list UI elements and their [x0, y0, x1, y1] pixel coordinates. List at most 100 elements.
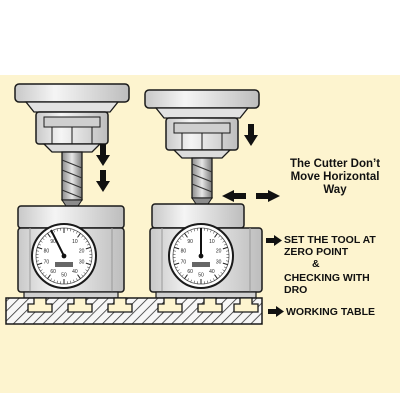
left-dial-tick	[42, 272, 45, 275]
left-dial-tick	[73, 279, 75, 283]
left-end-mill-cutter	[61, 151, 83, 207]
left-dial-tick	[86, 266, 90, 269]
right-dial-tick	[181, 235, 184, 238]
right-dial-scale-number: 20	[216, 248, 222, 254]
left-dial-tick	[76, 278, 78, 281]
arrow-down-icon	[244, 124, 258, 146]
right-dial-tick	[213, 231, 215, 234]
left-dial-tick	[53, 279, 55, 283]
right-dial-tick	[177, 269, 180, 272]
left-dial-tick	[44, 274, 47, 277]
right-dial-tick	[179, 272, 182, 275]
right-dial-tick	[220, 272, 223, 275]
left-dial-tick	[85, 246, 91, 250]
right-dial-tick	[184, 274, 188, 279]
right-dial-tick	[214, 274, 218, 279]
right-dial-tick	[184, 233, 188, 238]
left-dial-tick	[77, 233, 81, 238]
right-spindle-assembly	[144, 89, 260, 205]
right-dial-tick	[175, 266, 179, 269]
right-dial-tick	[207, 228, 209, 232]
right-dial-scale-number: 10	[209, 239, 215, 245]
left-dial-tick	[70, 228, 72, 232]
left-dial-tick	[77, 274, 81, 279]
right-dial-tick	[213, 278, 215, 281]
left-dial-tick	[53, 229, 55, 233]
left-dial-brand-logo	[55, 262, 73, 267]
right-dial-tick	[177, 240, 180, 243]
right-dial-tick	[193, 280, 195, 284]
right-dial-tick	[174, 246, 180, 250]
left-dial-tick	[38, 243, 42, 246]
left-dial-tick	[40, 240, 43, 243]
left-dial-tick	[50, 231, 52, 234]
right-dial-scale-number: 80	[181, 248, 187, 254]
right-dial-tick	[193, 228, 195, 232]
dro-note: CHECKING WITH DRO	[284, 272, 400, 296]
arrow-down-icon	[96, 170, 110, 192]
working-table	[5, 297, 263, 325]
left-dial-tick	[85, 262, 91, 266]
left-dial-tick	[86, 243, 90, 246]
left-dial-scale-number: 50	[61, 273, 67, 279]
left-dial-tick	[81, 235, 84, 238]
left-dial-tick	[40, 269, 43, 272]
right-spindle-cap	[144, 89, 260, 109]
cutter-note: The Cutter Don’t Move Horizontal Way	[276, 158, 394, 197]
left-dial-tick	[37, 262, 43, 266]
left-dial-tick	[56, 228, 58, 232]
right-dial-tick	[222, 262, 228, 266]
left-dial-tick	[47, 233, 51, 238]
right-dial-tick	[210, 279, 212, 283]
right-dial-tick	[179, 237, 182, 240]
left-dial-scale-number: 80	[44, 248, 50, 254]
right-dial-tick	[218, 274, 221, 277]
left-dial-scale-number: 60	[50, 269, 56, 275]
left-dial-scale-number: 70	[44, 260, 50, 266]
left-dial-scale-number: 20	[79, 248, 85, 254]
left-spindle-assembly	[14, 83, 130, 207]
right-dial-tick	[223, 243, 227, 246]
arrow-right-icon	[256, 190, 280, 202]
right-dial-tick	[187, 231, 189, 234]
right-dial-tick	[190, 279, 192, 283]
left-dial-tick	[42, 237, 45, 240]
left-dial-scale-number: 40	[72, 269, 78, 275]
left-dial-tick	[47, 274, 51, 279]
left-spindle-cap	[14, 83, 130, 103]
working-table-label: WORKING TABLE	[286, 306, 376, 318]
dro-note-line-1: CHECKING WITH	[284, 272, 370, 284]
arrow-right-icon	[266, 235, 282, 246]
right-dial-scale-number: 50	[198, 273, 204, 279]
right-dial-scale-number: 60	[187, 269, 193, 275]
zero-note-line-2: ZERO POINT	[284, 246, 349, 258]
left-down-arrows	[96, 144, 110, 192]
right-dial-tick	[174, 262, 180, 266]
arrow-right-icon	[268, 306, 284, 317]
right-dial-scale-number: 90	[187, 239, 193, 245]
left-dial-tick	[83, 272, 86, 275]
left-dial-tick	[50, 278, 52, 281]
left-dial-tick	[81, 274, 84, 277]
right-dial-tick	[220, 237, 223, 240]
left-dial-tick	[85, 269, 88, 272]
arrow-down-icon	[96, 144, 110, 166]
right-dial-tick	[207, 280, 209, 284]
left-dial-scale-number: 30	[79, 260, 85, 266]
right-end-mill-cutter	[191, 157, 213, 205]
cutter-note-line-3: Way	[323, 184, 347, 196]
left-dial-tick	[44, 235, 47, 238]
right-dial-brand-logo	[192, 262, 210, 267]
left-dial-tick	[37, 246, 43, 250]
left-dial-scale-number: 10	[72, 239, 78, 245]
right-dial-scale-number: 70	[181, 260, 187, 266]
right-dial-tick	[181, 274, 184, 277]
zero-point-note: SET THE TOOL AT ZERO POINT &	[284, 234, 400, 270]
right-dial-tick	[223, 266, 227, 269]
zero-note-line-1: SET THE TOOL AT	[284, 234, 376, 246]
right-dial-tick	[210, 229, 212, 233]
left-dial-tick	[85, 240, 88, 243]
